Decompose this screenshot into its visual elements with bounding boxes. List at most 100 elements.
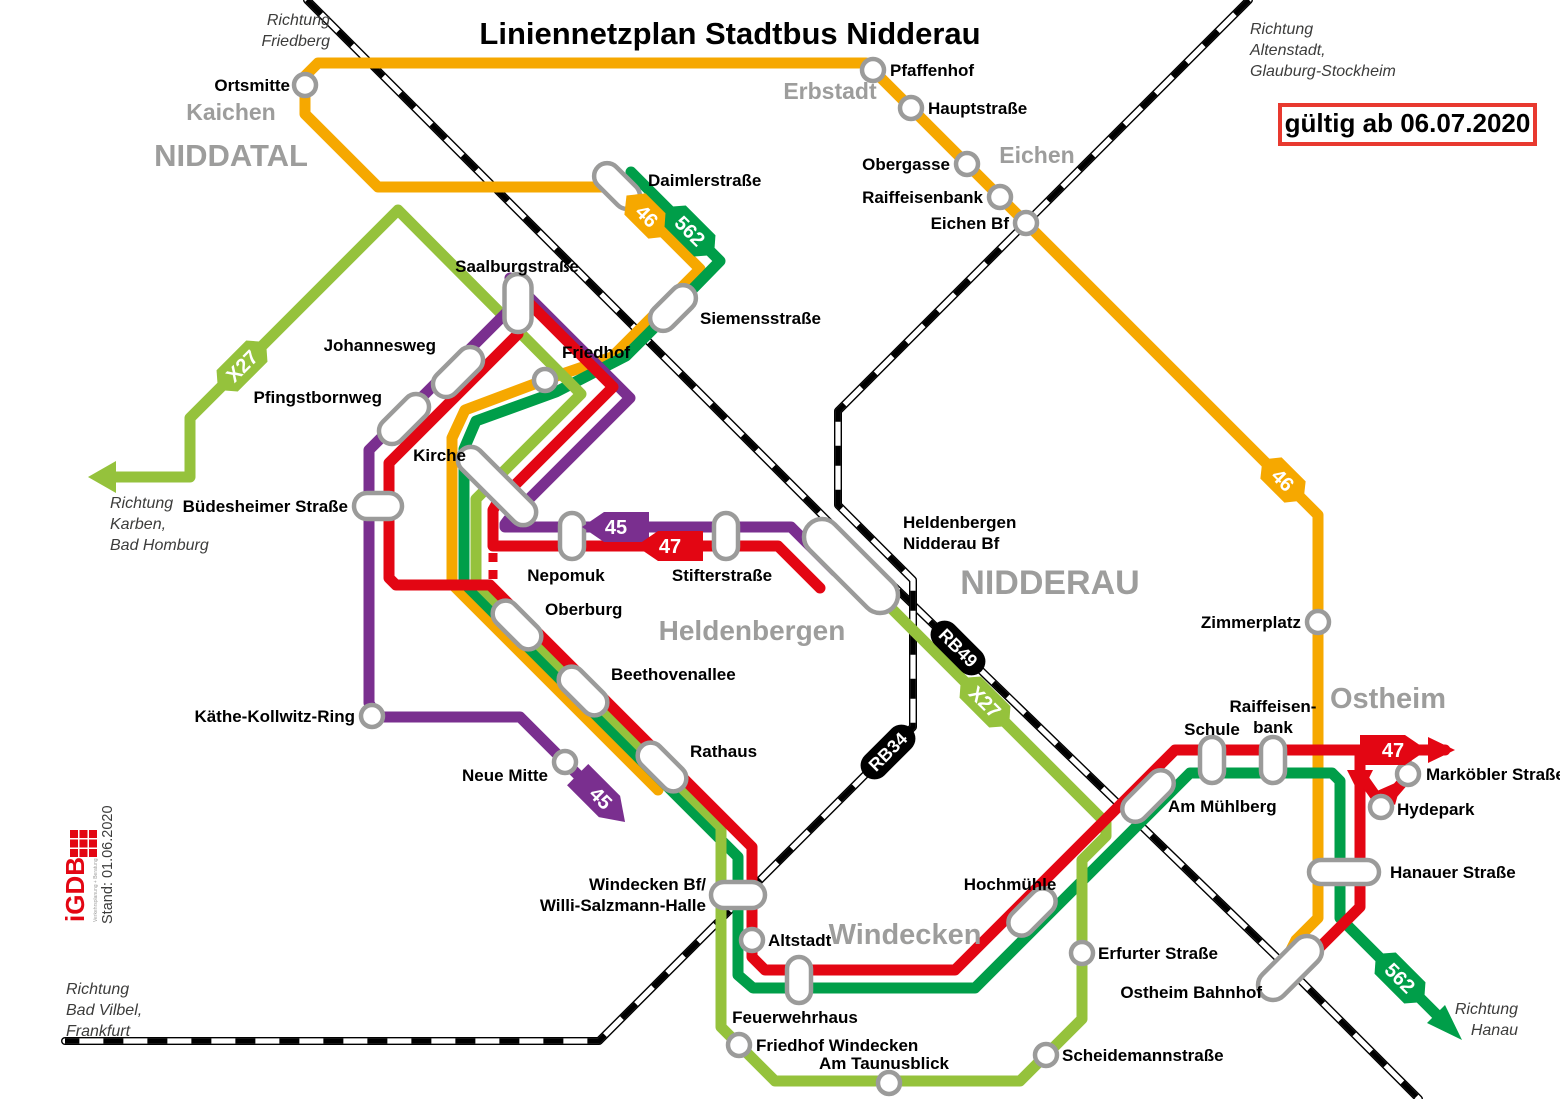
- station-Windecken Bf/Willi-Salzmann-Halle[interactable]: [708, 879, 768, 911]
- arrowhead-47-east: [1428, 737, 1455, 763]
- station-label-Am Taunusblick: Am Taunusblick: [819, 1054, 950, 1073]
- station-Eichen Bf[interactable]: [1012, 209, 1040, 237]
- station-Rathaus[interactable]: [632, 737, 691, 796]
- station-Büdesheimer Straße[interactable]: [351, 490, 405, 522]
- station-Ostheim Bahnhof[interactable]: [1252, 930, 1328, 1006]
- station-Käthe-Kollwitz-Ring[interactable]: [358, 702, 386, 730]
- station-Kirche[interactable]: [452, 441, 541, 530]
- station-Heldenbergen Nidderau Bf[interactable]: [797, 512, 906, 621]
- station-Am Taunusblick[interactable]: [875, 1069, 903, 1097]
- station-Am Mühlberg[interactable]: [1117, 765, 1179, 827]
- station-label-Hanauer Straße: Hanauer Straße: [1390, 863, 1516, 882]
- badge-X27[interactable]: X27: [207, 331, 276, 400]
- station-label-Raiffeisen-bank: Raiffeisen-bank: [1230, 697, 1317, 737]
- validity-badge: gültig ab 06.07.2020: [1278, 103, 1537, 146]
- region-label-Kaichen: Kaichen: [186, 99, 275, 125]
- station-label-Heldenbergen Nidderau Bf: HeldenbergenNidderau Bf: [903, 513, 1016, 553]
- station-label-Neue Mitte: Neue Mitte: [462, 766, 548, 785]
- station-label-Hochmühle: Hochmühle: [964, 875, 1057, 894]
- station-Saalburgstraße[interactable]: [502, 271, 534, 335]
- station-Hauptstraße[interactable]: [897, 94, 925, 122]
- badge-shape: [959, 676, 1011, 728]
- logo-grid-square: [70, 830, 78, 838]
- station-label-Am Mühlberg: Am Mühlberg: [1168, 797, 1277, 816]
- badge-shape: [636, 531, 703, 561]
- badge-45[interactable]: 45: [567, 764, 636, 833]
- station-label-Saalburgstraße: Saalburgstraße: [455, 257, 579, 276]
- station-Scheidemannstraße[interactable]: [1032, 1041, 1060, 1069]
- logo-name: iGDB: [60, 857, 90, 922]
- station-Raiffeisenbank[interactable]: [986, 183, 1014, 211]
- station-Raiffeisen-bank[interactable]: [1258, 734, 1288, 786]
- station-label-Beethovenallee: Beethovenallee: [611, 665, 736, 684]
- railway-RB49: [303, 0, 1423, 1099]
- station-label-Altstadt: Altstadt: [768, 931, 832, 950]
- logo-grid-square: [79, 839, 88, 848]
- station-label-Siemensstraße: Siemensstraße: [700, 309, 821, 328]
- station-Beethovenallee[interactable]: [553, 661, 612, 720]
- station-label-Obergasse: Obergasse: [862, 155, 950, 174]
- station-Erfurter Straße[interactable]: [1068, 939, 1096, 967]
- badge-shape: [1260, 457, 1306, 503]
- railway-hatch: [305, 0, 1421, 1099]
- station-Siemensstraße[interactable]: [645, 280, 702, 337]
- badge-47[interactable]: 47: [1360, 735, 1427, 765]
- badge-45[interactable]: 45: [582, 512, 649, 542]
- station-label-Hauptstraße: Hauptstraße: [928, 99, 1027, 118]
- logo-grid-square: [70, 849, 78, 857]
- page-title: Liniennetzplan Stadtbus Nidderau: [479, 16, 981, 51]
- region-label-Windecken: Windecken: [829, 919, 982, 951]
- station-Johannesweg[interactable]: [428, 342, 489, 403]
- station-Pfingstbornweg[interactable]: [374, 389, 435, 450]
- station-label-Oberburg: Oberburg: [545, 600, 622, 619]
- station-label-Erfurter Straße: Erfurter Straße: [1098, 944, 1218, 963]
- station-Obergasse[interactable]: [953, 150, 981, 178]
- station-Friedhof[interactable]: [531, 366, 559, 394]
- station-label-Pfaffenhof: Pfaffenhof: [890, 61, 974, 80]
- arrowhead-47-down: [1347, 770, 1373, 796]
- badge-shape: [860, 724, 916, 780]
- region-label-Erbstadt: Erbstadt: [783, 78, 877, 104]
- badge-47[interactable]: 47: [636, 531, 703, 561]
- station-Pfaffenhof[interactable]: [859, 56, 887, 84]
- station-label-Friedhof: Friedhof: [562, 343, 630, 362]
- badge-shape: [930, 620, 986, 676]
- route-45-path: [499, 272, 841, 577]
- station-Altstadt[interactable]: [738, 926, 766, 954]
- station-Zimmerplatz[interactable]: [1304, 608, 1332, 636]
- station-Feuerwehrhaus[interactable]: [784, 954, 814, 1006]
- badge-shape: [664, 205, 716, 257]
- region-label-Eichen: Eichen: [999, 142, 1074, 168]
- badge-label: 47: [1382, 740, 1404, 762]
- badge-label: 47: [659, 536, 681, 558]
- station-Neue Mitte[interactable]: [551, 748, 579, 776]
- station-label-Feuerwehrhaus: Feuerwehrhaus: [732, 1008, 858, 1027]
- station-Stifterstraße[interactable]: [711, 510, 741, 562]
- station-label-Käthe-Kollwitz-Ring: Käthe-Kollwitz-Ring: [194, 707, 355, 726]
- station-label-Raiffeisenbank: Raiffeisenbank: [862, 188, 983, 207]
- arrowhead-X27: [88, 461, 116, 493]
- station-label-Ortsmitte: Ortsmitte: [214, 76, 290, 95]
- station-Hanauer Straße[interactable]: [1306, 857, 1382, 887]
- badge-46[interactable]: 46: [616, 185, 678, 247]
- station-Ortsmitte[interactable]: [291, 71, 319, 99]
- badge-shape: [216, 340, 268, 392]
- station-Oberburg[interactable]: [487, 595, 546, 654]
- station-label-Scheidemannstraße: Scheidemannstraße: [1062, 1046, 1224, 1065]
- station-label-Hydepark: Hydepark: [1397, 800, 1475, 819]
- station-Hochmühle[interactable]: [1003, 883, 1061, 941]
- station-label-Pfingstbornweg: Pfingstbornweg: [254, 388, 382, 407]
- station-Marköbler Straße[interactable]: [1394, 760, 1422, 788]
- station-label-Windecken Bf/Willi-Salzmann-Halle: Windecken Bf/Willi-Salzmann-Halle: [540, 875, 706, 915]
- station-Schule[interactable]: [1197, 734, 1227, 786]
- station-Hydepark[interactable]: [1367, 793, 1395, 821]
- station-Friedhof Windecken[interactable]: [725, 1031, 753, 1059]
- station-Nepomuk[interactable]: [557, 510, 587, 562]
- logo-grid-square: [89, 830, 97, 838]
